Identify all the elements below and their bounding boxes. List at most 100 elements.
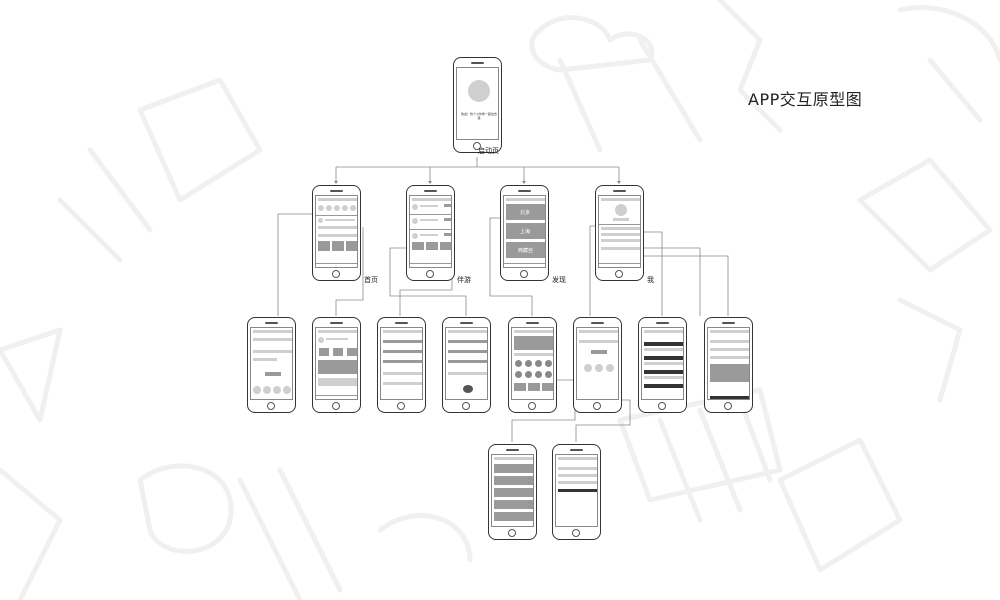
placeholder bbox=[494, 488, 534, 497]
placeholder bbox=[525, 371, 532, 378]
home-button bbox=[426, 270, 434, 278]
placeholder bbox=[591, 350, 607, 354]
placeholder bbox=[644, 330, 684, 333]
placeholder bbox=[448, 372, 488, 375]
label-me: 我 bbox=[647, 275, 654, 285]
phone-home bbox=[312, 185, 361, 281]
placeholder bbox=[710, 340, 750, 343]
phone-detail-5 bbox=[508, 317, 557, 413]
phone-speaker bbox=[330, 190, 343, 192]
screen bbox=[315, 327, 358, 400]
placeholder bbox=[444, 218, 452, 221]
placeholder bbox=[535, 371, 542, 378]
screen bbox=[641, 327, 684, 400]
home-button bbox=[520, 270, 528, 278]
home-button bbox=[658, 402, 666, 410]
placeholder bbox=[494, 457, 534, 460]
screen bbox=[598, 195, 641, 268]
placeholder bbox=[644, 376, 684, 379]
phone-speaker bbox=[395, 322, 408, 324]
city-name-3: 西藏自 bbox=[518, 247, 533, 254]
divider bbox=[410, 229, 452, 230]
phone-speaker bbox=[518, 190, 531, 192]
placeholder bbox=[412, 218, 418, 224]
placeholder bbox=[601, 233, 641, 236]
phone-sub-1 bbox=[488, 444, 537, 540]
placeholder bbox=[644, 370, 684, 374]
placeholder bbox=[263, 386, 271, 394]
placeholder bbox=[383, 382, 423, 385]
placeholder bbox=[273, 386, 281, 394]
placeholder bbox=[420, 234, 438, 236]
placeholder bbox=[595, 364, 603, 372]
placeholder bbox=[332, 241, 344, 251]
placeholder bbox=[448, 350, 488, 353]
divider bbox=[410, 263, 452, 264]
placeholder bbox=[318, 218, 323, 223]
city-name-2: 上海 bbox=[520, 228, 530, 235]
placeholder bbox=[412, 242, 424, 250]
placeholder bbox=[494, 512, 534, 521]
phone-speaker bbox=[330, 322, 343, 324]
placeholder bbox=[601, 227, 641, 230]
phone-speaker bbox=[471, 62, 484, 64]
placeholder bbox=[710, 330, 750, 333]
placeholder bbox=[579, 330, 619, 333]
placeholder bbox=[584, 364, 592, 372]
screen bbox=[511, 327, 554, 400]
placeholder bbox=[383, 330, 423, 333]
placeholder bbox=[383, 360, 423, 363]
placeholder bbox=[558, 489, 598, 492]
home-button bbox=[332, 270, 340, 278]
screen bbox=[707, 327, 750, 400]
placeholder bbox=[318, 226, 358, 229]
placeholder bbox=[326, 338, 348, 340]
label-discover: 发现 bbox=[552, 275, 566, 285]
home-button bbox=[397, 402, 405, 410]
phone-detail-8 bbox=[704, 317, 753, 413]
placeholder bbox=[514, 383, 526, 391]
placeholder bbox=[644, 362, 684, 365]
placeholder bbox=[710, 396, 750, 400]
phone-speaker bbox=[506, 449, 519, 451]
divider bbox=[316, 263, 358, 264]
avatar-placeholder bbox=[468, 80, 490, 102]
placeholder bbox=[444, 204, 452, 207]
home-button bbox=[267, 402, 275, 410]
label-companion: 伴游 bbox=[457, 275, 471, 285]
placeholder bbox=[444, 233, 452, 236]
divider bbox=[599, 224, 641, 225]
phone-detail-4 bbox=[442, 317, 491, 413]
placeholder bbox=[535, 360, 542, 367]
phone-detail-1 bbox=[247, 317, 296, 413]
placeholder bbox=[426, 242, 438, 250]
placeholder bbox=[318, 360, 358, 374]
placeholder bbox=[412, 198, 452, 201]
placeholder bbox=[383, 372, 423, 375]
city-name-1: 北京 bbox=[520, 209, 530, 216]
placeholder bbox=[710, 356, 750, 359]
screen bbox=[250, 327, 293, 400]
home-button bbox=[572, 529, 580, 537]
placeholder bbox=[463, 385, 473, 393]
home-button bbox=[615, 270, 623, 278]
home-button bbox=[724, 402, 732, 410]
placeholder bbox=[342, 205, 348, 211]
placeholder bbox=[448, 340, 488, 343]
placeholder bbox=[710, 348, 750, 351]
placeholder bbox=[350, 205, 356, 211]
placeholder bbox=[515, 360, 522, 367]
phone-speaker bbox=[424, 190, 437, 192]
diagram-title: APP交互原型图 bbox=[748, 86, 862, 110]
placeholder bbox=[579, 340, 619, 343]
divider bbox=[316, 215, 358, 216]
placeholder bbox=[334, 205, 340, 211]
placeholder bbox=[545, 360, 552, 367]
placeholder bbox=[606, 364, 614, 372]
placeholder bbox=[412, 233, 418, 239]
placeholder bbox=[412, 204, 418, 210]
placeholder bbox=[448, 330, 488, 333]
placeholder bbox=[318, 330, 358, 333]
phone-detail-7 bbox=[638, 317, 687, 413]
placeholder bbox=[514, 336, 554, 350]
